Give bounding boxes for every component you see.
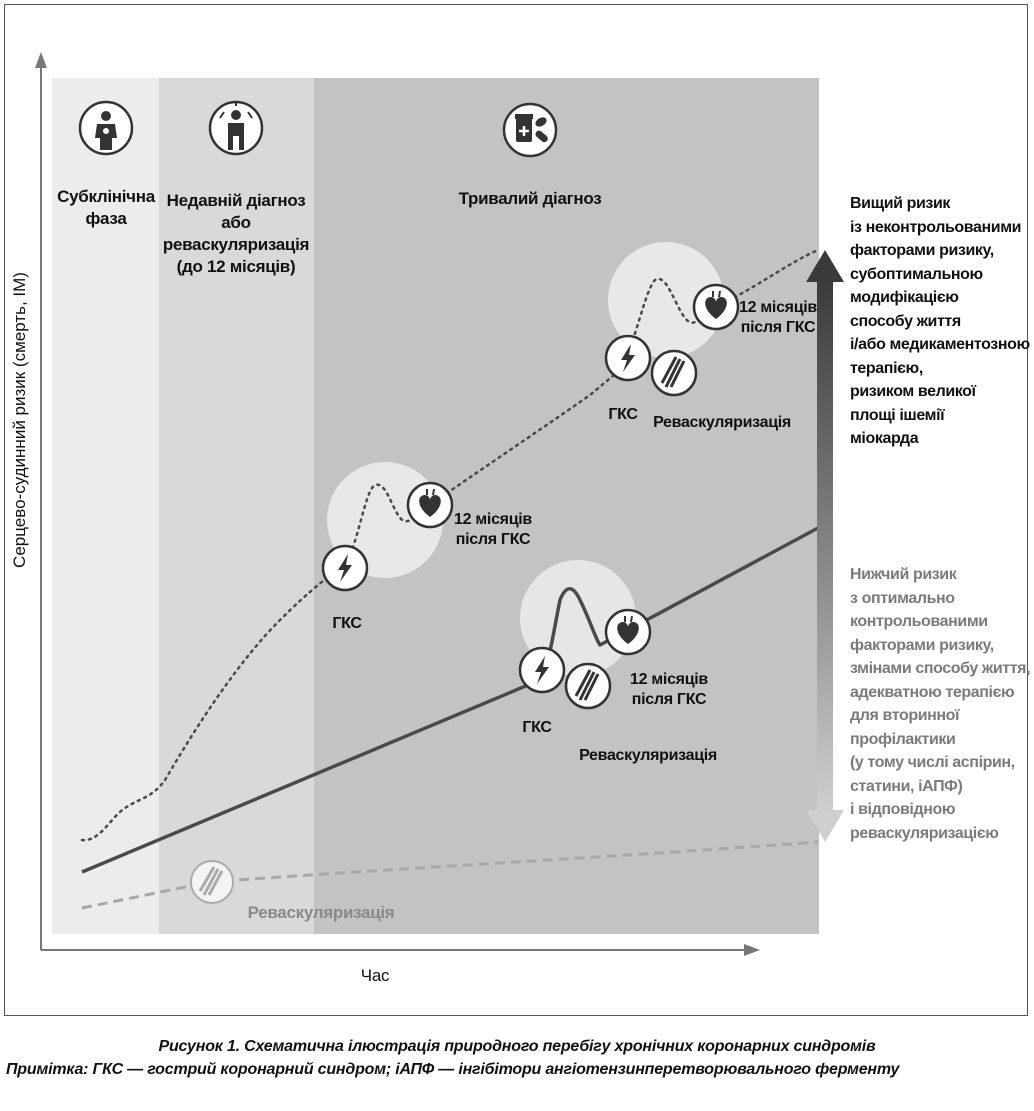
phase-subclinical-bg — [52, 78, 159, 934]
heart-icon — [406, 481, 454, 529]
event-halo-3 — [520, 560, 636, 676]
phase-long-title: Тривалий діагноз — [458, 189, 602, 208]
stent-icon — [190, 860, 234, 904]
lightning-icon — [518, 646, 566, 694]
middle-acs-label: ГКС — [522, 719, 552, 736]
figure-frame — [4, 4, 1028, 1016]
x-axis-label: Час — [360, 966, 390, 985]
lower-risk-text: Нижчий ризик з оптимально контрольованим… — [850, 566, 1031, 842]
heart-icon — [692, 283, 740, 331]
phase-recent-bg — [159, 78, 314, 934]
figure-caption: Рисунок 1. Схематична ілюстрація природн… — [0, 1038, 1034, 1079]
y-axis — [35, 52, 47, 950]
stent-icon — [650, 349, 698, 397]
diagram-canvas — [35, 52, 844, 956]
middle-revasc-label: Реваскуляризація — [579, 747, 717, 764]
lightning-icon — [321, 544, 369, 592]
upper-revasc2-label: Реваскуляризація — [653, 414, 791, 431]
upper-after-label: 12 місяців після ГКС — [454, 511, 532, 548]
caption-title: Рисунок 1. Схематична ілюстрація природн… — [158, 1038, 876, 1055]
middle-after-label: 12 місяців після ГКС — [630, 671, 708, 708]
heart-icon — [604, 608, 652, 656]
upper-acs-label: ГКС — [332, 615, 362, 632]
caption-note: Примітка: ГКС — гострий коронарний синдр… — [6, 1061, 900, 1078]
higher-risk-text: Вищий ризик із неконтрольованими фактора… — [850, 195, 1030, 447]
upper-acs2-label: ГКС — [608, 406, 638, 423]
medication-icon — [502, 102, 558, 158]
event-halo-2 — [608, 242, 724, 358]
stent-icon — [564, 662, 612, 710]
upper-after2-label: 12 місяців після ГКС — [739, 299, 817, 336]
lower-risk-curve — [81, 840, 819, 910]
phase-subclinical-title: Субклінічна фаза — [57, 187, 155, 228]
lightning-icon — [604, 334, 652, 382]
upper-risk-curve — [80, 248, 820, 842]
phase-recent-title: Недавній діагноз або реваскуляризація (д… — [162, 191, 310, 276]
risk-range-arrow — [806, 250, 844, 842]
lower-revasc-label: Реваскуляризація — [247, 903, 395, 922]
diagnosed-patient-icon — [208, 100, 264, 156]
patient-icon — [78, 100, 134, 156]
x-axis — [41, 944, 760, 956]
